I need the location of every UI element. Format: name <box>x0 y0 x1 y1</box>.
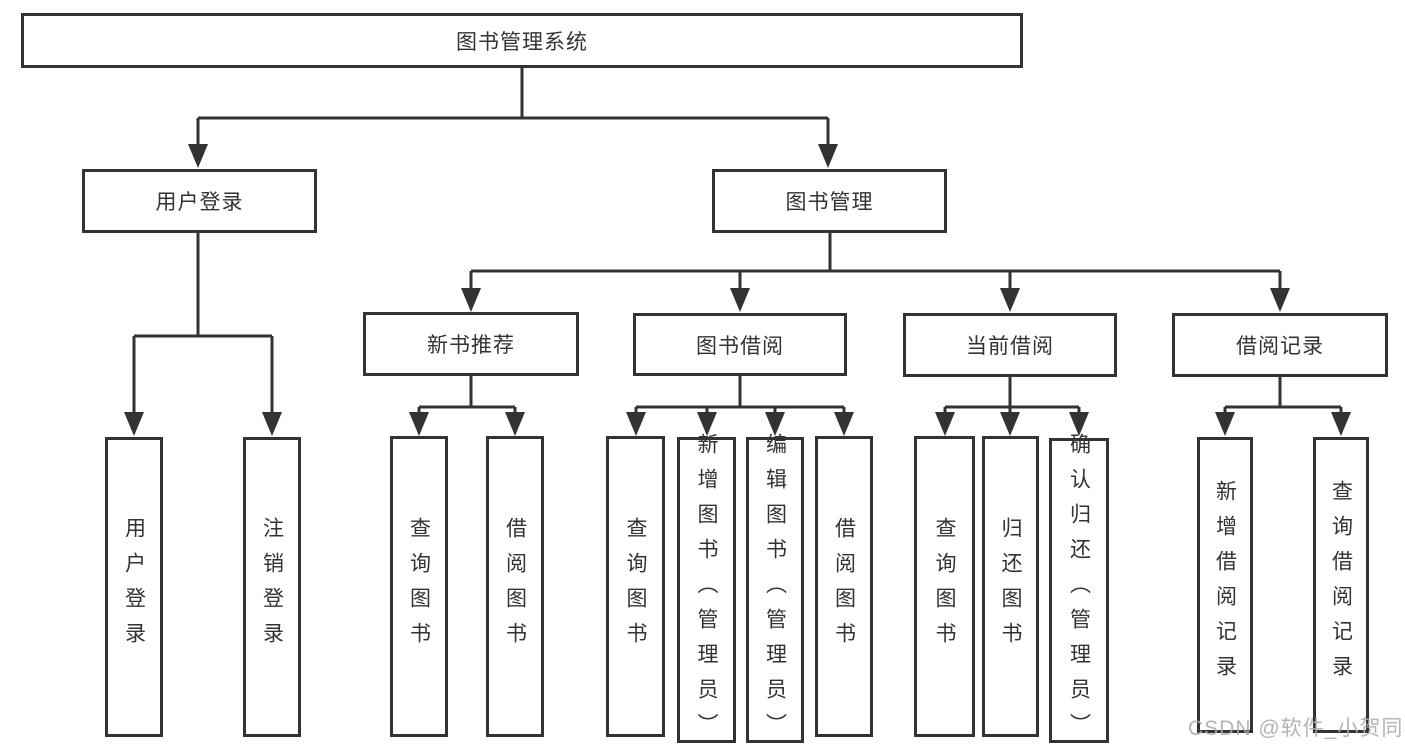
node-book-management: 图书管理 <box>712 169 947 233</box>
arrow-down-icon <box>1000 288 1020 312</box>
connector-root-to-level2 <box>196 68 830 144</box>
leaf-return-books-label: 归还图书 <box>999 516 1023 657</box>
leaf-edit-books-admin-label: 编辑图书（管理员） <box>763 432 787 748</box>
connector-current-borrow-children <box>943 377 1081 412</box>
connector-book-mgmt-children <box>469 233 1282 288</box>
connector-paths <box>132 68 1343 412</box>
node-book-borrow: 图书借阅 <box>633 313 847 376</box>
leaf-query-borrow-record-label: 查询借阅记录 <box>1329 480 1353 690</box>
node-user-login: 用户登录 <box>82 169 317 233</box>
leaf-query-books-3-label: 查询图书 <box>933 516 957 657</box>
leaf-query-books-2-label: 查询图书 <box>624 516 648 657</box>
leaf-query-books-2: 查询图书 <box>606 436 665 737</box>
leaf-borrow-books-1: 借阅图书 <box>486 436 544 737</box>
leaf-query-books-1-label: 查询图书 <box>407 516 431 657</box>
leaf-borrow-books-1-label: 借阅图书 <box>503 516 527 657</box>
node-borrow-records: 借阅记录 <box>1172 313 1388 377</box>
node-new-book-recommend: 新书推荐 <box>363 312 579 376</box>
leaf-borrow-books-2: 借阅图书 <box>815 436 873 737</box>
leaf-user-login-label: 用户登录 <box>122 517 146 657</box>
connector-user-login-children <box>132 233 274 412</box>
leaf-user-login: 用户登录 <box>105 437 163 737</box>
arrow-down-icon <box>1270 288 1290 312</box>
leaf-add-books-admin: 新增图书（管理员） <box>677 433 736 748</box>
arrow-down-icon <box>730 288 750 312</box>
arrow-down-icon <box>262 412 282 436</box>
arrow-down-icon <box>935 412 955 436</box>
arrow-down-icon <box>188 144 208 168</box>
arrow-down-icon <box>461 288 481 312</box>
arrow-down-icon <box>1000 412 1020 436</box>
leaf-confirm-return-admin-label: 确认归还（管理员） <box>1067 433 1091 748</box>
arrow-down-icon <box>1069 412 1089 436</box>
arrow-down-icon <box>697 412 717 436</box>
arrow-down-icon <box>1215 412 1235 436</box>
arrow-down-icon <box>409 412 429 436</box>
leaf-return-books: 归还图书 <box>982 436 1039 737</box>
leaf-query-books-3: 查询图书 <box>914 436 975 737</box>
leaf-logout-label: 注销登录 <box>260 517 284 657</box>
node-root: 图书管理系统 <box>21 13 1023 68</box>
arrow-down-icon <box>765 412 785 436</box>
leaf-borrow-books-2-label: 借阅图书 <box>832 516 856 657</box>
leaf-add-borrow-record-label: 新增借阅记录 <box>1213 480 1237 690</box>
leaf-query-books-1: 查询图书 <box>390 436 448 737</box>
connector-new-book-children <box>417 375 517 412</box>
arrow-down-icon <box>124 412 144 436</box>
arrow-down-icon <box>818 144 838 168</box>
leaf-add-borrow-record: 新增借阅记录 <box>1197 437 1253 733</box>
arrow-down-icon <box>834 412 854 436</box>
csdn-watermark: CSDN @软件_小贺同学 <box>1188 717 1405 740</box>
leaf-add-books-admin-label: 新增图书（管理员） <box>695 432 719 748</box>
arrowheads <box>124 144 1351 436</box>
arrow-down-icon <box>626 412 646 436</box>
leaf-logout: 注销登录 <box>243 437 301 737</box>
node-current-borrow: 当前借阅 <box>903 313 1117 377</box>
leaf-query-borrow-record: 查询借阅记录 <box>1313 437 1369 733</box>
connector-borrow-records-children <box>1223 377 1343 412</box>
leaf-edit-books-admin: 编辑图书（管理员） <box>746 433 804 748</box>
arrow-down-icon <box>1331 412 1351 436</box>
arrow-down-icon <box>505 412 525 436</box>
leaf-confirm-return-admin: 确认归还（管理员） <box>1049 433 1109 748</box>
connector-book-borrow-children <box>634 376 846 412</box>
